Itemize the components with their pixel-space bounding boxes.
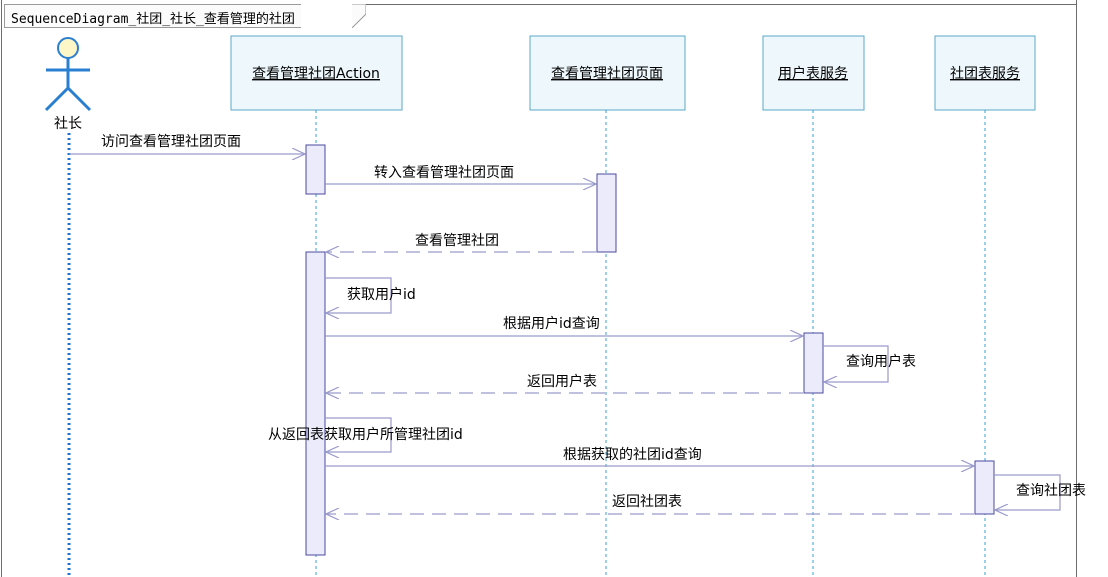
lifeline-page-box bbox=[529, 35, 686, 111]
message-query-by-user-id-label: 根据用户id查询 bbox=[503, 315, 600, 332]
message-query-by-user-id[interactable]: 根据用户id查询 bbox=[325, 315, 803, 336]
message-view-clubs-label: 查看管理社团 bbox=[415, 233, 499, 249]
lifeline-action-label: 查看管理社团Action bbox=[252, 66, 380, 82]
message-get-club-ids-label: 从返回表获取用户所管理社团id bbox=[268, 426, 463, 443]
activation-action-2[interactable] bbox=[305, 251, 326, 556]
lifeline-user-service-label: 用户表服务 bbox=[778, 65, 848, 82]
message-return-club-table[interactable]: 返回社团表 bbox=[326, 494, 974, 514]
actor-chief[interactable]: 社长 bbox=[44, 37, 92, 132]
lifeline-club-service[interactable]: 社团表服务 bbox=[934, 35, 1036, 111]
activation-user-service[interactable] bbox=[803, 332, 824, 394]
actor-name: 社长 bbox=[54, 116, 82, 132]
message-query-by-club-id-label: 根据获取的社团id查询 bbox=[563, 447, 702, 463]
message-visit-page-label: 访问查看管理社团页面 bbox=[101, 134, 241, 150]
lifeline-user-service-box bbox=[762, 35, 865, 111]
activation-action-1[interactable] bbox=[305, 144, 326, 195]
message-view-clubs-return[interactable]: 查看管理社团 bbox=[326, 233, 596, 252]
message-visit-page[interactable]: 访问查看管理社团页面 bbox=[69, 134, 305, 154]
message-query-by-club-id[interactable]: 根据获取的社团id查询 bbox=[325, 447, 974, 466]
message-get-user-id-self[interactable]: 获取用户id bbox=[325, 277, 416, 313]
frame-title: SequenceDiagram_社团_社长_查看管理的社团 bbox=[4, 4, 301, 28]
message-query-user-table-self[interactable]: 查询用户表 bbox=[823, 345, 916, 382]
stick-figure-actor-icon bbox=[44, 37, 92, 112]
frame-notch bbox=[352, 4, 366, 28]
message-return-user-table[interactable]: 返回用户表 bbox=[326, 373, 803, 393]
lifeline-user-service[interactable]: 用户表服务 bbox=[762, 35, 865, 111]
message-return-user-table-label: 返回用户表 bbox=[527, 373, 597, 390]
lifeline-page[interactable]: 查看管理社团页面 bbox=[529, 35, 686, 111]
message-forward-page[interactable]: 转入查看管理社团页面 bbox=[325, 165, 596, 184]
activation-club-service[interactable] bbox=[974, 460, 995, 515]
message-get-club-ids-self[interactable]: 从返回表获取用户所管理社团id bbox=[268, 417, 463, 452]
message-forward-page-label: 转入查看管理社团页面 bbox=[374, 165, 514, 181]
message-query-user-table-label: 查询用户表 bbox=[846, 353, 916, 370]
message-get-user-id-label: 获取用户id bbox=[347, 286, 416, 303]
lifeline-action-box bbox=[230, 35, 403, 111]
lifeline-page-label: 查看管理社团页面 bbox=[551, 66, 663, 82]
activation-page[interactable] bbox=[596, 173, 617, 253]
message-return-club-table-label: 返回社团表 bbox=[612, 494, 682, 510]
message-query-club-table-self[interactable]: 查询社团表 bbox=[994, 474, 1086, 510]
lifeline-club-service-label: 社团表服务 bbox=[950, 66, 1020, 82]
message-query-club-table-label: 查询社团表 bbox=[1016, 483, 1086, 499]
lifeline-action[interactable]: 查看管理社团Action bbox=[230, 35, 403, 111]
